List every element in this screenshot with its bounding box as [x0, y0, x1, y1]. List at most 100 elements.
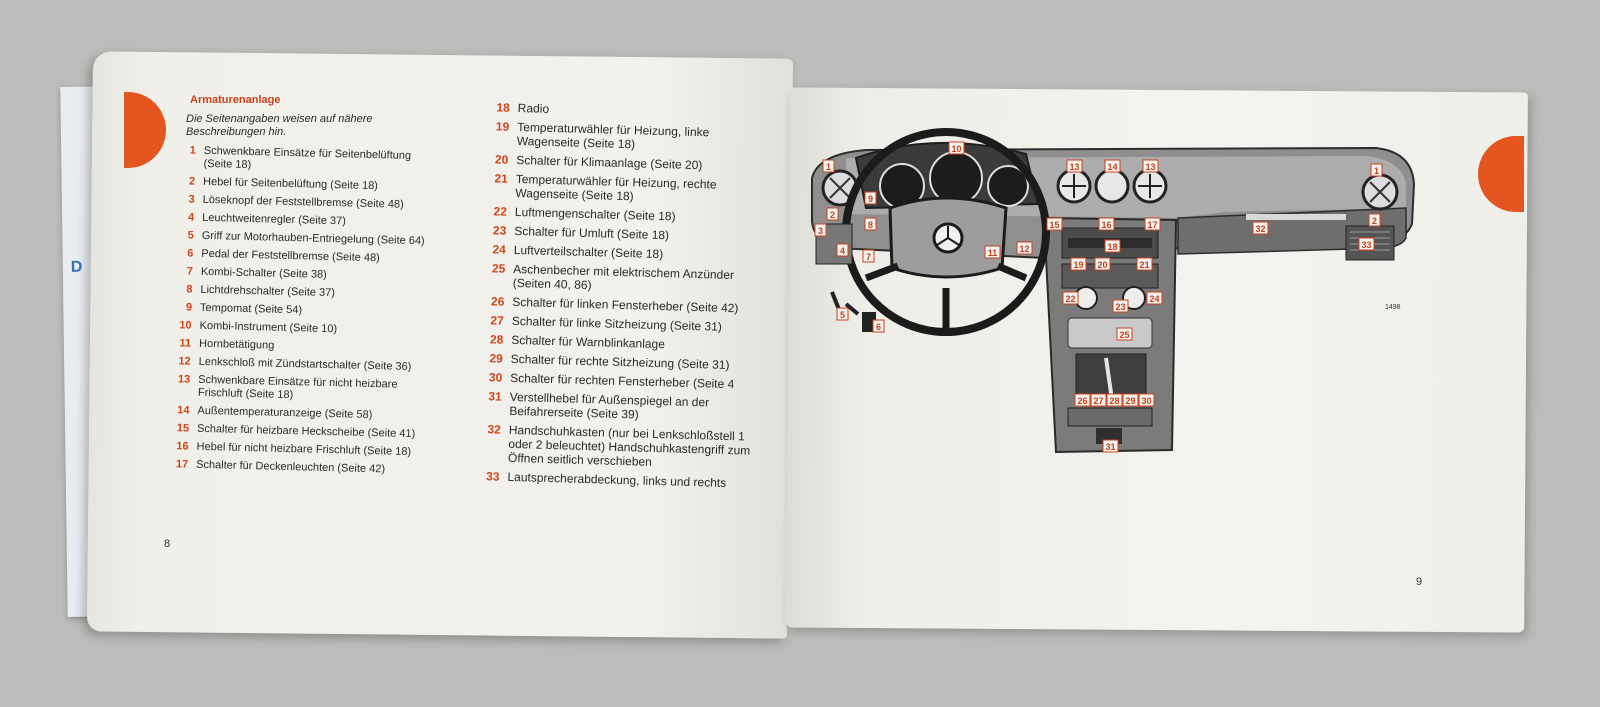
legend-item-text: Kombi-Instrument (Seite 10) [199, 319, 338, 336]
callout-label: 18 [1107, 242, 1117, 252]
callout-box [1112, 299, 1129, 313]
legend-item-number: 13 [177, 373, 191, 386]
callout-label: 24 [1149, 294, 1159, 304]
callout-label: 1 [1374, 166, 1379, 176]
legend-item-number: 23 [492, 223, 507, 238]
legend-item-text: Schwenkbare Einsätze für nicht heizbare … [197, 373, 398, 402]
callout-box [1368, 213, 1381, 227]
legend-item-number: 12 [178, 355, 191, 368]
callout-box [862, 249, 875, 263]
callout-box [864, 217, 877, 231]
legend-item-text: Schalter für linken Fensterheber (Seite … [512, 294, 739, 316]
callout-box [826, 207, 839, 221]
legend-item: 15 Schalter für heizbare Heckscheibe (Sei… [161, 422, 431, 442]
callout-box [1016, 241, 1033, 255]
callout-label: 21 [1139, 260, 1149, 270]
legend-item-text: Schalter für rechte Sitzheizung (Seite 3… [510, 351, 730, 373]
callout-label: 23 [1115, 302, 1125, 312]
callout-label: 12 [1019, 244, 1029, 254]
legend-item-number: 28 [489, 332, 504, 347]
callout-label: 6 [876, 322, 881, 332]
figure-code: 1498 [1385, 304, 1401, 311]
callout-label: 30 [1141, 396, 1151, 406]
callout-box [814, 223, 827, 237]
legend-item-text: Schalter für heizbare Heckscheibe (Seite… [196, 422, 416, 441]
callout-label: 20 [1097, 260, 1107, 270]
legend-item-text: Lautsprecherabdeckung, links und rechts [507, 469, 727, 490]
callout-box [1358, 237, 1375, 251]
callout-box [864, 191, 877, 205]
center-vents [1056, 168, 1168, 204]
underlying-page-letter: D [70, 258, 83, 276]
legend-item-text: Temperaturwähler für Heizung, rechte Wag… [515, 171, 717, 204]
callout-label: 27 [1093, 396, 1103, 406]
legend-item-text: Luftverteilschalter (Seite 18) [513, 242, 664, 262]
callout-box [822, 159, 835, 173]
callout-box [1370, 163, 1383, 177]
legend-item-number: 10 [179, 319, 192, 332]
legend-item-number: 27 [490, 313, 505, 328]
callout-label: 17 [1147, 220, 1157, 230]
callout-label: 15 [1049, 220, 1059, 230]
legend-item: 12 Lenkschloß mit Zündstartschalter (Seit… [163, 355, 433, 375]
callout-box [1116, 327, 1133, 341]
callout-box [836, 243, 849, 257]
callout-box [1138, 393, 1155, 407]
callout-box [1144, 217, 1161, 231]
glovebox-handle [1246, 214, 1346, 220]
callout-label: 11 [988, 248, 998, 258]
section-heading: Armaturenanlage [190, 94, 281, 106]
callout-box [1074, 393, 1091, 407]
callout-label: 22 [1065, 294, 1075, 304]
speedometer [929, 151, 983, 205]
callout-box [1142, 159, 1159, 173]
legend-item-text: Löseknopf der Feststellbremse (Seite 48) [202, 193, 404, 211]
callout-box [1146, 291, 1163, 305]
legend-item-text: Schalter für Klimaanlage (Seite 20) [516, 152, 703, 173]
callout-label: 31 [1105, 442, 1115, 452]
legend-item-number: 21 [494, 171, 509, 186]
callout-box [1066, 159, 1083, 173]
callout-label: 13 [1069, 162, 1079, 172]
legend-item-text: Hornbetätigung [198, 337, 275, 352]
callout-box [1122, 393, 1139, 407]
legend-item-number: 3 [188, 193, 195, 206]
legend-item-number: 15 [176, 422, 190, 435]
callout-label: 28 [1109, 396, 1119, 406]
steering-spokes [864, 262, 1028, 328]
legend-item-text: Lichtdrehschalter (Seite 37) [200, 283, 336, 300]
legend-item-number: 6 [187, 247, 194, 260]
callout-label: 1 [826, 162, 831, 172]
window-switch-row [1067, 407, 1153, 427]
legend-item-text: Lenkschloß mit Zündstartschalter (Seite … [198, 355, 412, 374]
legend-item-number: 31 [488, 389, 502, 404]
page-number-left: 8 [164, 538, 171, 550]
callout-box [836, 307, 849, 321]
page-number-right: 9 [1416, 576, 1423, 588]
legend-item-number: 16 [176, 440, 189, 453]
legend-item-number: 22 [493, 204, 508, 219]
legend-item-number: 18 [496, 100, 510, 115]
legend-item-number: 1 [189, 144, 196, 157]
legend-item-text: Schalter für rechten Fensterheber (Seite… [510, 370, 735, 392]
